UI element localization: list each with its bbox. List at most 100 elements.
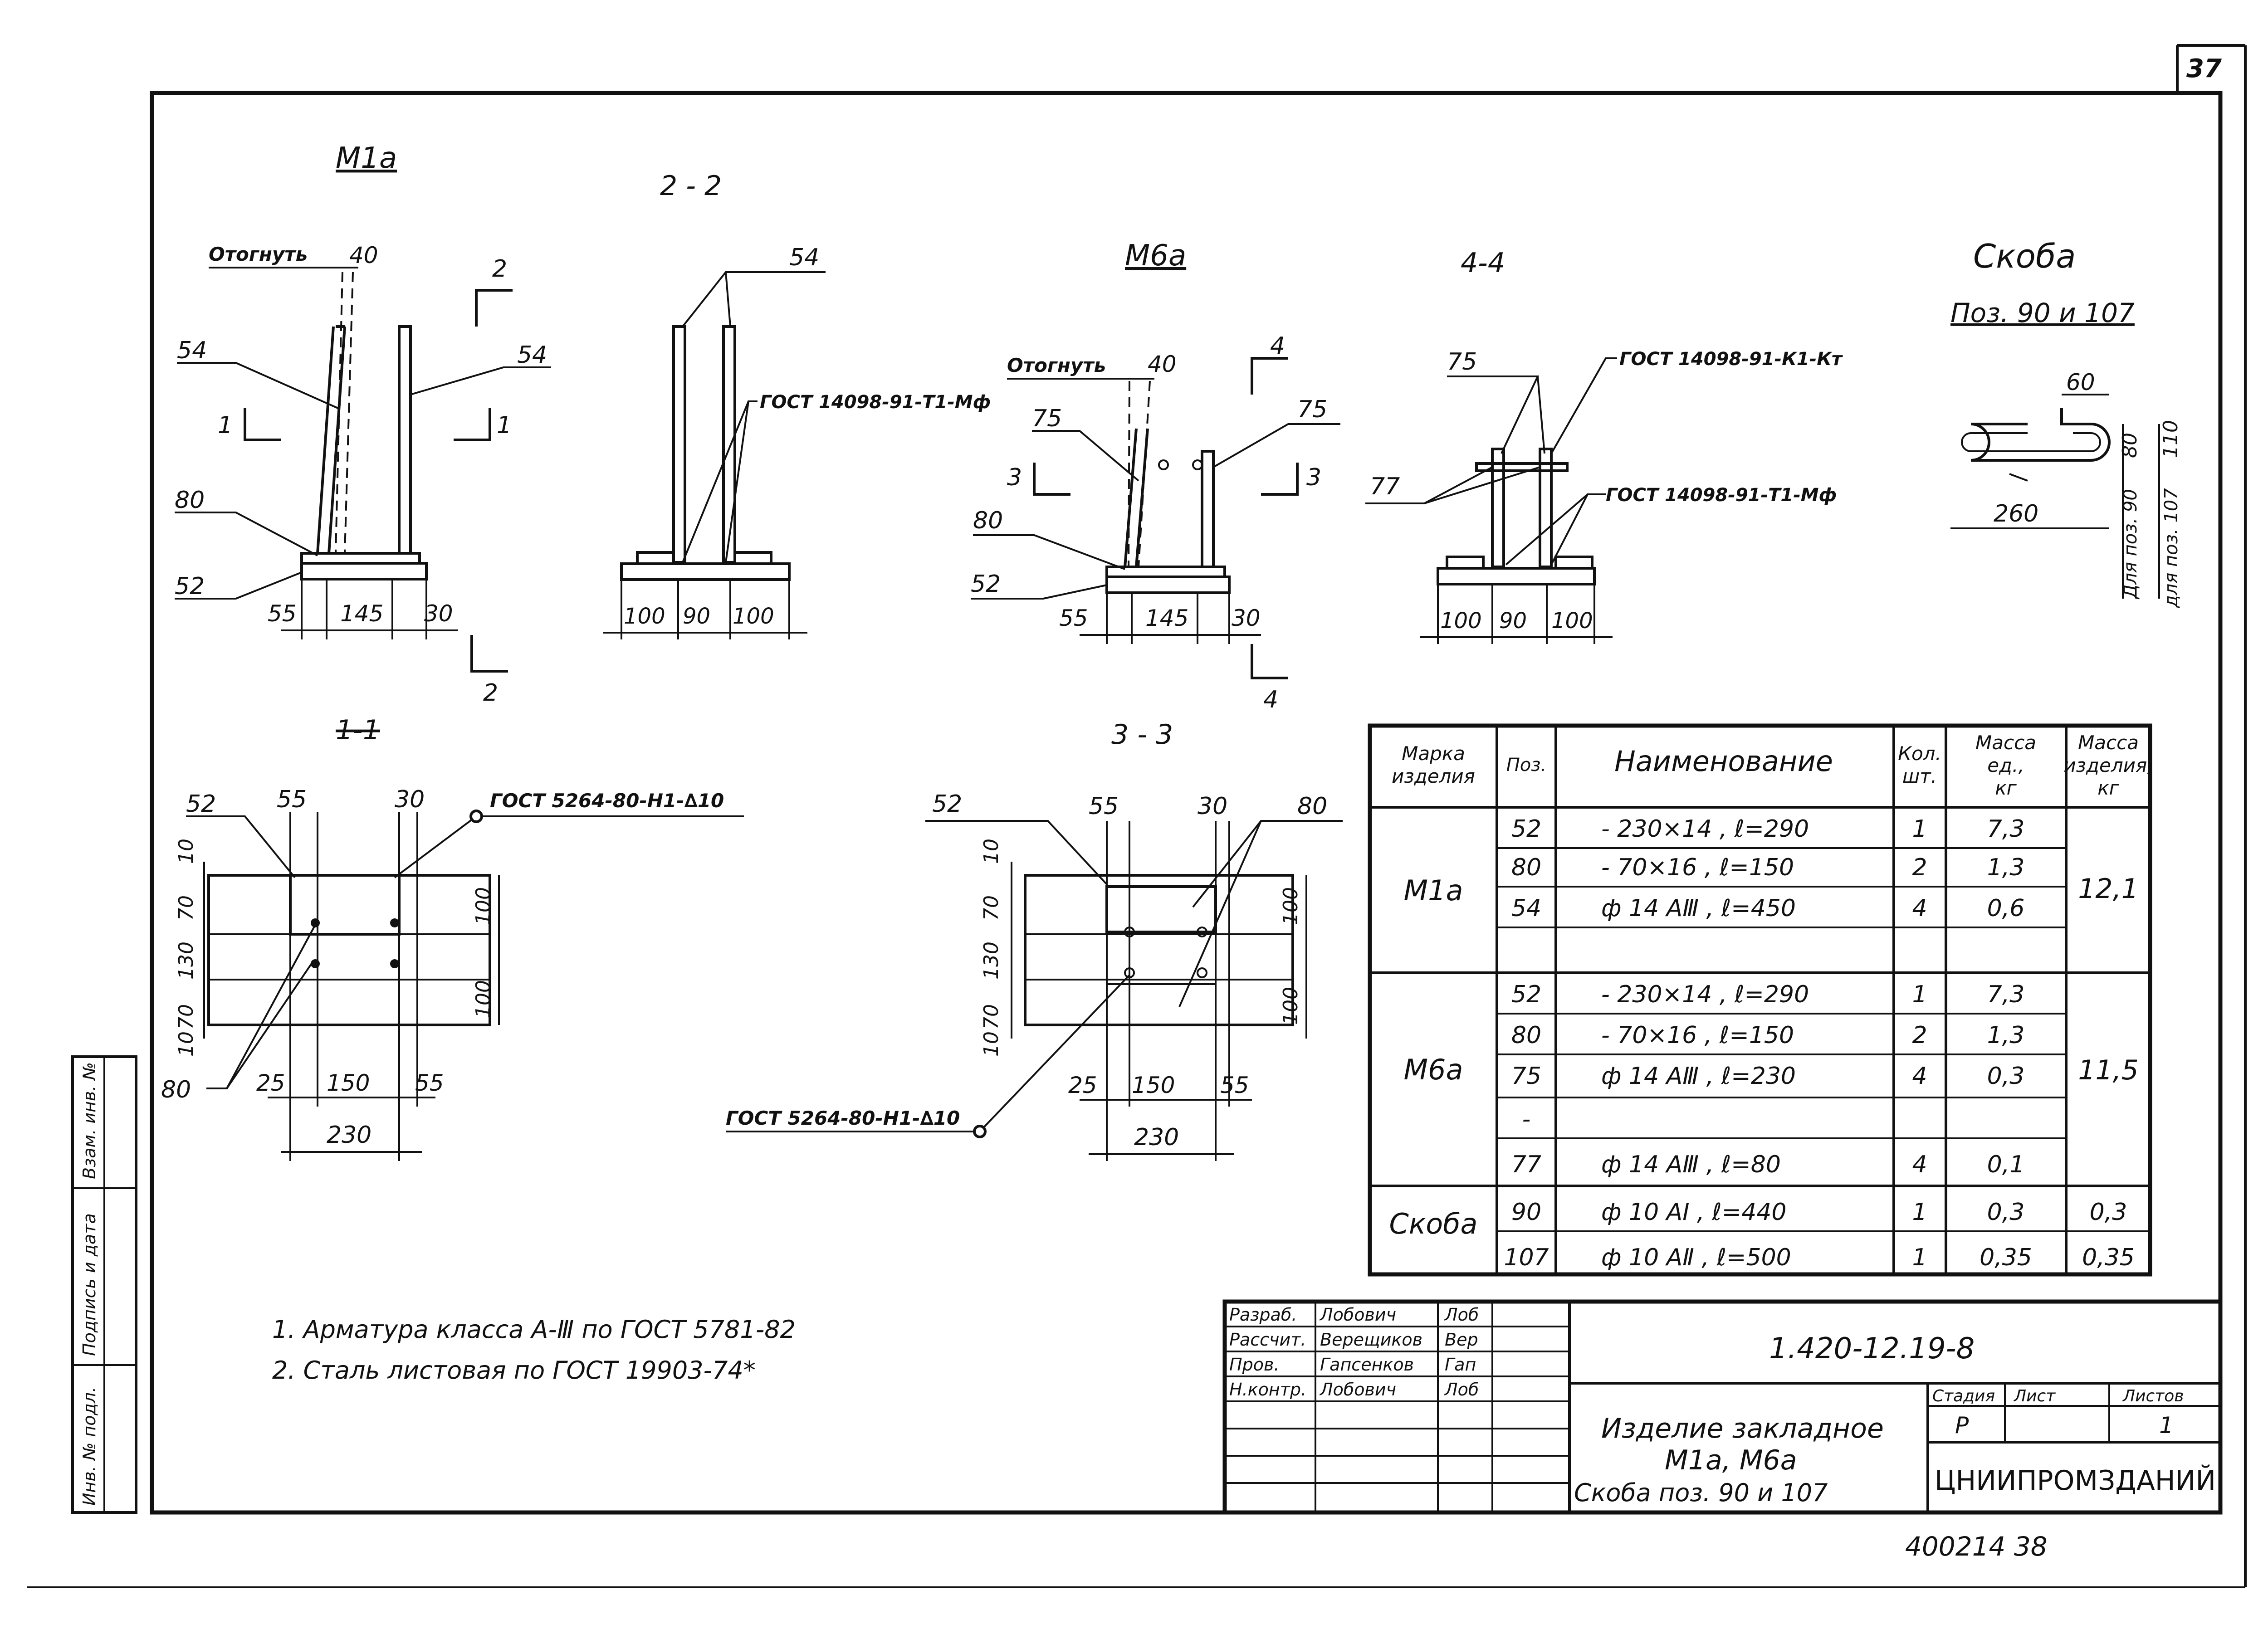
s22-pos-54: 54: [789, 244, 819, 271]
spec-unit-mass: 0,1: [1987, 1151, 2025, 1178]
spec-header-5: кг: [2097, 777, 2119, 799]
doc-title-1: Изделие закладное: [1601, 1413, 1884, 1444]
m1a-cut-2: 2: [492, 255, 507, 283]
s11-left-130: 130: [175, 941, 198, 980]
spec-header-0: Марка: [1402, 742, 1465, 765]
m1a-dim-30: 30: [424, 600, 453, 627]
m1a-bend-len: 40: [349, 242, 378, 268]
spec-qty: 1: [1912, 1199, 1927, 1226]
m6a-pos-75-left: 75: [1032, 405, 1062, 432]
view-m1a-title: M1a: [336, 141, 397, 175]
spec-unit-mass: 0,3: [1987, 1063, 2025, 1090]
spec-unit-mass: 0,6: [1987, 895, 2025, 922]
bracket-dim-110: 110: [2159, 420, 2182, 458]
s33-dim-30: 30: [1198, 793, 1227, 820]
doc-title-3: Скоба поз. 90 и 107: [1574, 1478, 1828, 1507]
spec-mark: Скоба: [1389, 1207, 1478, 1240]
spec-name: - 230×14 , ℓ=290: [1601, 981, 1809, 1008]
spec-qty: 2: [1912, 854, 1927, 881]
spec-header-3: Кол.: [1898, 742, 1941, 765]
spec-unit-mass: 0,3: [1987, 1199, 2025, 1226]
tb-role: Разраб.: [1229, 1305, 1297, 1325]
s11-right-100b: 100: [472, 980, 495, 1018]
s33-left-70b: 70: [980, 1004, 1003, 1029]
s33-dim-55: 55: [1089, 793, 1119, 820]
spec-header-5: изделия,: [2063, 754, 2153, 776]
spec-mass: 0,3: [2090, 1199, 2127, 1226]
spec-pos: 77: [1511, 1151, 1541, 1178]
tb-sign: Вер: [1445, 1330, 1478, 1350]
spec-name: ф 10 АⅠ , ℓ=440: [1601, 1199, 1786, 1226]
spec-unit-mass: 7,3: [1987, 981, 2025, 1008]
s11-left-70a: 70: [175, 895, 198, 921]
spec-pos: 54: [1511, 895, 1541, 922]
m6a-cut-3-right: 3: [1306, 464, 1321, 491]
spec-pos: 75: [1511, 1063, 1541, 1090]
tb-name: Лобович: [1319, 1305, 1396, 1325]
spec-header-5: Масса: [2078, 732, 2139, 754]
spec-unit-mass: 1,3: [1987, 1022, 2025, 1049]
spec-pos: 80: [1511, 854, 1541, 881]
side-stamp-replace: Взам. инв. №: [79, 1062, 99, 1179]
spec-name: - 230×14 , ℓ=290: [1601, 815, 1809, 843]
spec-pos: 90: [1511, 1199, 1541, 1226]
spec-header-4: кг: [1995, 777, 2017, 799]
spec-qty: 4: [1912, 1151, 1927, 1178]
s22-dim-90: 90: [683, 604, 710, 629]
bracket-title: Скоба: [1973, 237, 2076, 275]
m6a-dim-30: 30: [1232, 605, 1261, 631]
sheets-value: 1: [2159, 1412, 2174, 1439]
s11-dim-230: 230: [327, 1122, 371, 1149]
s33-left-10b: 10: [980, 1031, 1003, 1057]
tb-role: Пров.: [1229, 1355, 1279, 1375]
spec-unit-mass: 1,3: [1987, 854, 2025, 881]
m1a-pos-52: 52: [175, 573, 205, 600]
doc-title-2: M1a, M6a: [1665, 1444, 1797, 1476]
section-1-1: 1-1 52 55 30 ГОСТ 5264-80-Н1-∆10 80 10 7…: [161, 714, 744, 1161]
title-block: 1.420-12.19-8 Изделие закладное M1a, M6a…: [1222, 1299, 2223, 1515]
footer-stamp: 400214 38: [1905, 1531, 2048, 1562]
s33-dim-150: 150: [1132, 1072, 1175, 1098]
bracket-subtitle: Поз. 90 и 107: [1950, 298, 2135, 328]
s22-weld: ГОСТ 14098-91-Т1-Мф: [760, 392, 991, 413]
s33-left-70a: 70: [980, 895, 1003, 921]
s11-dim-55: 55: [277, 786, 307, 813]
spec-name: ф 10 АⅡ , ℓ=500: [1601, 1244, 1791, 1271]
m1a-dim-145: 145: [340, 600, 383, 627]
section-3-3-title: 3 - 3: [1111, 719, 1173, 751]
spec-mass-total: 11,5: [2078, 1054, 2139, 1086]
sheets-header: Листов: [2122, 1387, 2184, 1405]
bracket-dim-60: 60: [2066, 369, 2095, 395]
spec-unit-mass: 0,35: [1980, 1244, 2032, 1271]
side-stamp-sign: Подпись и дата: [79, 1213, 99, 1356]
tb-sign: Лоб: [1444, 1380, 1479, 1400]
spec-name: ф 14 АⅢ , ℓ=80: [1601, 1151, 1781, 1178]
tb-name: Верещиков: [1320, 1330, 1422, 1350]
s33-pos-80: 80: [1297, 793, 1327, 820]
m6a-pos-80: 80: [973, 507, 1003, 534]
s11-dim-55b: 55: [415, 1070, 444, 1096]
s11-dim-25: 25: [256, 1070, 285, 1096]
s22-dim-100a: 100: [624, 604, 665, 629]
s44-dim-90: 90: [1499, 608, 1527, 634]
s44-pos-77: 77: [1370, 473, 1400, 500]
spec-qty: 4: [1912, 1063, 1927, 1090]
tb-sign: Лоб: [1444, 1305, 1479, 1325]
tb-name: Гапсенков: [1320, 1355, 1414, 1375]
spec-name: - 70×16 , ℓ=150: [1601, 1022, 1794, 1049]
m1a-pos-80: 80: [175, 487, 205, 514]
s33-weld: ГОСТ 5264-80-Н1-∆10: [726, 1107, 960, 1129]
s11-weld: ГОСТ 5264-80-Н1-∆10: [490, 790, 724, 812]
bracket-view: Скоба Поз. 90 и 107 60 260 80 110 Для по…: [1950, 237, 2182, 608]
spec-qty: 1: [1912, 815, 1927, 843]
m6a-cut-3-left: 3: [1007, 464, 1022, 491]
s44-dim-100b: 100: [1551, 608, 1593, 634]
s33-dim-55b: 55: [1220, 1072, 1249, 1098]
m6a-pos-52: 52: [971, 571, 1001, 598]
side-stamp-inv: Инв. № подл.: [79, 1387, 99, 1506]
spec-mark: M6a: [1404, 1053, 1463, 1086]
s11-pos-52: 52: [186, 790, 216, 818]
m6a-dim-145: 145: [1145, 605, 1188, 631]
tb-name: Лобович: [1319, 1380, 1396, 1400]
s22-dim-100b: 100: [733, 604, 774, 629]
